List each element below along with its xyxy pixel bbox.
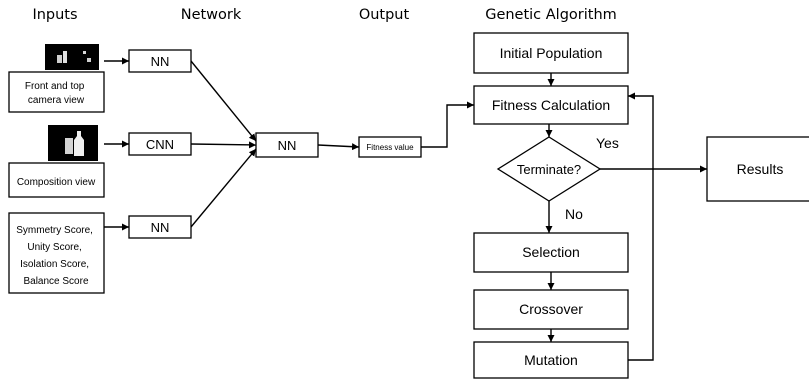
crossover-box <box>473 289 629 330</box>
crossover-label: Crossover <box>519 301 583 317</box>
arrow-fitness-value-to-calculation <box>421 101 474 148</box>
mutation-label: Mutation <box>524 352 578 368</box>
front-top-camera-view-box <box>8 71 105 113</box>
fitness-calculation-box <box>473 85 629 125</box>
cnn-label: CNN <box>146 137 174 152</box>
nn-bottom-label: NN <box>151 220 170 235</box>
fitness-value-label: Fitness value <box>366 143 414 152</box>
header-inputs: Inputs <box>32 7 77 23</box>
yes-label: Yes <box>596 135 619 151</box>
initial-population-label: Initial Population <box>500 45 603 61</box>
header-network: Network <box>181 7 242 23</box>
arrow-nn-bottom-to-merge <box>190 148 257 228</box>
arrow-cnn-to-merge <box>190 141 257 149</box>
nn-merge-label: NN <box>278 138 297 153</box>
composition-view-box <box>8 162 105 198</box>
initial-population-box <box>473 32 629 74</box>
header-output: Output <box>359 7 410 23</box>
arrow-nn-top-to-merge <box>190 60 257 142</box>
selection-box <box>473 232 629 273</box>
nn-top-label: NN <box>151 54 170 69</box>
no-label: No <box>565 206 583 222</box>
header-genetic-algorithm: Genetic Algorithm <box>485 7 617 23</box>
arrow-mutation-loop-to-fitness <box>628 92 654 361</box>
composition-view-thumbnail <box>48 125 98 161</box>
terminate-label: Terminate? <box>517 162 581 177</box>
composition-view-label: Composition view <box>17 177 96 188</box>
scores-label: Symmetry Score, Unity Score, Isolation S… <box>16 225 95 287</box>
fitness-calculation-label: Fitness Calculation <box>492 97 610 113</box>
arrow-merge-to-fitness-value <box>317 143 360 151</box>
selection-label: Selection <box>522 244 580 260</box>
scores-box <box>8 212 105 294</box>
front-top-camera-thumbnail <box>45 44 99 70</box>
front-top-camera-view-label: Front and top camera view <box>25 81 87 106</box>
results-label: Results <box>737 161 784 177</box>
